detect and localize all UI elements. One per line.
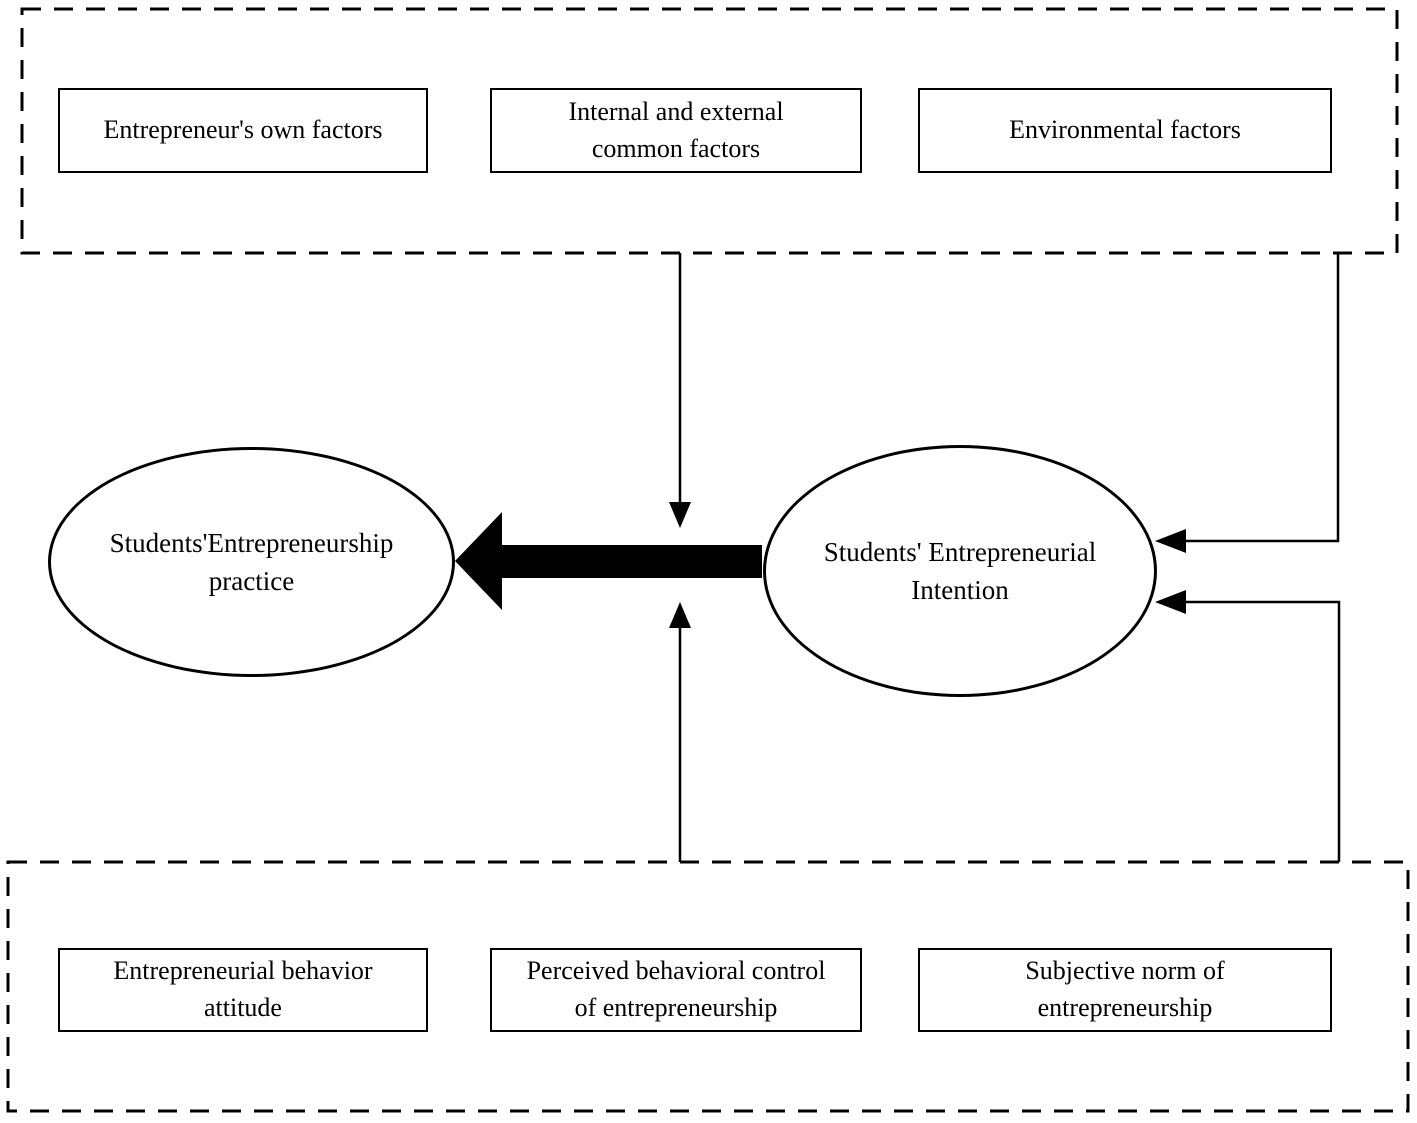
box-entrepreneurial-behavior-attitude: Entrepreneurial behavior attitude [58, 948, 428, 1032]
box-label: Environmental factors [1009, 115, 1241, 145]
box-label: Entrepreneurial behavior attitude [113, 956, 373, 1022]
box-label: Internal and external common factors [568, 96, 784, 163]
box-label: Perceived behavioral control of entrepre… [526, 956, 826, 1022]
box-perceived-behavioral-control: Perceived behavioral control of entrepre… [490, 948, 862, 1032]
box-internal-external-common-factors: Internal and external common factors [490, 88, 862, 173]
arrow-subjective-norm-to-intention-head [1155, 590, 1186, 614]
ellipse-label: Students'Entrepreneurship practice [109, 527, 394, 596]
arrow-environmental-to-intention-head [1155, 529, 1186, 553]
thick-arrow-intention-to-practice [455, 512, 762, 610]
top-factors-dashed-container [20, 7, 1399, 255]
ellipse-students-entrepreneurship-practice: Students'Entrepreneurship practice [48, 447, 455, 677]
box-environmental-factors: Environmental factors [918, 88, 1332, 173]
arrow-bottom-factors-up-head [669, 602, 691, 628]
box-subjective-norm: Subjective norm of entrepreneurship [918, 948, 1332, 1032]
ellipse-label: Students' Entrepreneurial Intention [823, 536, 1097, 605]
box-label: Subjective norm of entrepreneurship [1025, 956, 1225, 1022]
arrow-environmental-to-intention-line [1184, 253, 1340, 543]
box-entrepreneurs-own-factors: Entrepreneur's own factors [58, 88, 428, 173]
arrow-top-factors-down-head [669, 502, 691, 528]
bottom-factors-dashed-container [6, 860, 1410, 1113]
arrow-subjective-norm-to-intention-line [1184, 600, 1341, 862]
box-label: Entrepreneur's own factors [103, 115, 383, 145]
ellipse-students-entrepreneurial-intention: Students' Entrepreneurial Intention [763, 445, 1157, 697]
